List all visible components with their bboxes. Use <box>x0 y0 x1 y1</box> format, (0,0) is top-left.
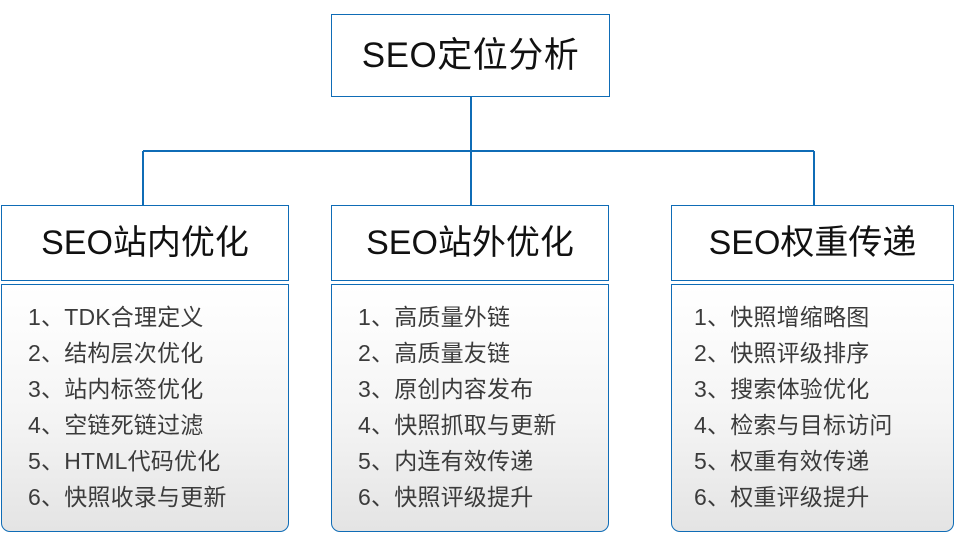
list-item: 1、高质量外链 <box>358 304 511 330</box>
list-item: 4、快照抓取与更新 <box>358 412 557 438</box>
branch-list-3: 1、快照增缩略图 2、快照评级排序 3、搜索体验优化 4、检索与目标访问 5、权… <box>672 299 953 515</box>
list-item: 3、搜索体验优化 <box>694 376 870 402</box>
branch-list-2: 1、高质量外链 2、高质量友链 3、原创内容发布 4、快照抓取与更新 5、内连有… <box>332 299 608 515</box>
branch-column-1: SEO站内优化 1、TDK合理定义 2、结构层次优化 3、站内标签优化 4、空链… <box>1 205 289 532</box>
branch-title-1: SEO站内优化 <box>41 224 249 262</box>
root-node[interactable]: SEO定位分析 <box>331 14 610 97</box>
list-item: 5、权重有效传递 <box>694 448 870 474</box>
list-item: 6、快照收录与更新 <box>28 484 227 510</box>
list-item: 2、结构层次优化 <box>28 340 204 366</box>
branch-body-2: 1、高质量外链 2、高质量友链 3、原创内容发布 4、快照抓取与更新 5、内连有… <box>331 284 609 532</box>
list-item: 3、站内标签优化 <box>28 376 204 402</box>
list-item: 1、TDK合理定义 <box>28 304 204 330</box>
list-item: 6、权重评级提升 <box>694 484 870 510</box>
branch-header-3[interactable]: SEO权重传递 <box>671 205 954 281</box>
list-item: 2、快照评级排序 <box>694 340 870 366</box>
root-title: SEO定位分析 <box>361 36 580 75</box>
branch-body-3: 1、快照增缩略图 2、快照评级排序 3、搜索体验优化 4、检索与目标访问 5、权… <box>671 284 954 532</box>
list-item: 6、快照评级提升 <box>358 484 534 510</box>
list-item: 2、高质量友链 <box>358 340 511 366</box>
list-item: 1、快照增缩略图 <box>694 304 870 330</box>
branch-header-2[interactable]: SEO站外优化 <box>331 205 609 281</box>
branch-header-1[interactable]: SEO站内优化 <box>1 205 289 281</box>
list-item: 5、内连有效传递 <box>358 448 534 474</box>
branch-list-1: 1、TDK合理定义 2、结构层次优化 3、站内标签优化 4、空链死链过滤 5、H… <box>2 299 288 515</box>
list-item: 4、检索与目标访问 <box>694 412 893 438</box>
list-item: 3、原创内容发布 <box>358 376 534 402</box>
list-item: 5、HTML代码优化 <box>28 448 221 474</box>
list-item: 4、空链死链过滤 <box>28 412 204 438</box>
branch-title-3: SEO权重传递 <box>708 224 917 262</box>
branch-body-1: 1、TDK合理定义 2、结构层次优化 3、站内标签优化 4、空链死链过滤 5、H… <box>1 284 289 532</box>
branch-column-3: SEO权重传递 1、快照增缩略图 2、快照评级排序 3、搜索体验优化 4、检索与… <box>671 205 954 532</box>
branch-column-2: SEO站外优化 1、高质量外链 2、高质量友链 3、原创内容发布 4、快照抓取与… <box>331 205 609 532</box>
branch-title-2: SEO站外优化 <box>366 224 574 262</box>
